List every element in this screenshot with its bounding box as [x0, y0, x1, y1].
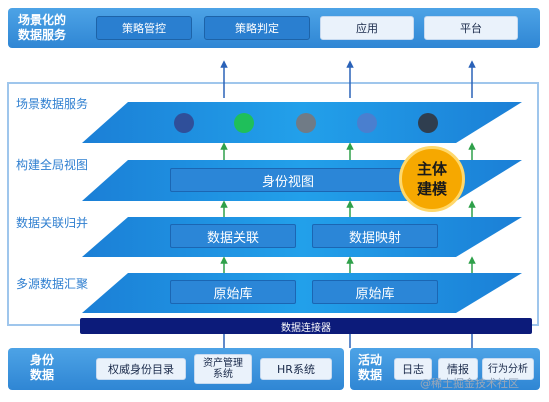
- layer-label-global-view: 构建全局视图: [16, 158, 89, 172]
- top-arrows: [220, 60, 476, 98]
- behavior-analysis-button[interactable]: 行为分析: [482, 358, 534, 380]
- raw-store-box-2: 原始库: [312, 280, 438, 304]
- layer-label-scene-services: 场景数据服务: [16, 97, 89, 111]
- data-association-box: 数据关联: [170, 224, 296, 248]
- hr-system-button[interactable]: HR系统: [260, 358, 332, 380]
- raw-store-box-1: 原始库: [170, 280, 296, 304]
- service-dots: [174, 113, 438, 133]
- data-connector-bar: 数据连接器: [80, 318, 532, 334]
- identity-view-box: 身份视图: [170, 168, 406, 192]
- inter-layer-arrows: [220, 142, 476, 273]
- log-button[interactable]: 日志: [394, 358, 432, 380]
- strategy-decision-button[interactable]: 策略判定: [204, 16, 310, 40]
- entity-modeling-badge: 主体 建模: [399, 146, 465, 212]
- activity-data-title: 活动 数据: [358, 353, 383, 382]
- asset-management-system-button[interactable]: 资产管理 系统: [194, 354, 252, 384]
- service-dot-charcoal: [418, 113, 438, 133]
- layer-label-data-merge: 数据关联归并: [16, 216, 89, 230]
- layer-label-multi-source: 多源数据汇聚: [16, 277, 89, 291]
- top-panel-title: 场景化的 数据服务: [18, 13, 67, 42]
- authoritative-identity-directory-button[interactable]: 权威身份目录: [96, 358, 186, 380]
- plane-multi-source: [82, 273, 522, 313]
- identity-data-title: 身份 数据: [30, 353, 55, 382]
- intelligence-button[interactable]: 情报: [438, 358, 478, 380]
- top-panel: 场景化的 数据服务 策略管控 策略判定 应用 平台: [8, 8, 540, 48]
- service-dot-green: [234, 113, 254, 133]
- activity-data-panel: 活动 数据 日志 情报 行为分析: [350, 348, 540, 390]
- plane-data-merge: [82, 217, 522, 257]
- platform-button[interactable]: 平台: [424, 16, 518, 40]
- service-dot-blue: [357, 113, 377, 133]
- watermark: @稀土掘金技术社区: [420, 377, 519, 390]
- data-mapping-box: 数据映射: [312, 224, 438, 248]
- application-button[interactable]: 应用: [320, 16, 414, 40]
- service-dot-gray: [296, 113, 316, 133]
- identity-data-panel: 身份 数据 权威身份目录 资产管理 系统 HR系统: [8, 348, 344, 390]
- strategy-control-button[interactable]: 策略管控: [96, 16, 192, 40]
- service-dot-navy: [174, 113, 194, 133]
